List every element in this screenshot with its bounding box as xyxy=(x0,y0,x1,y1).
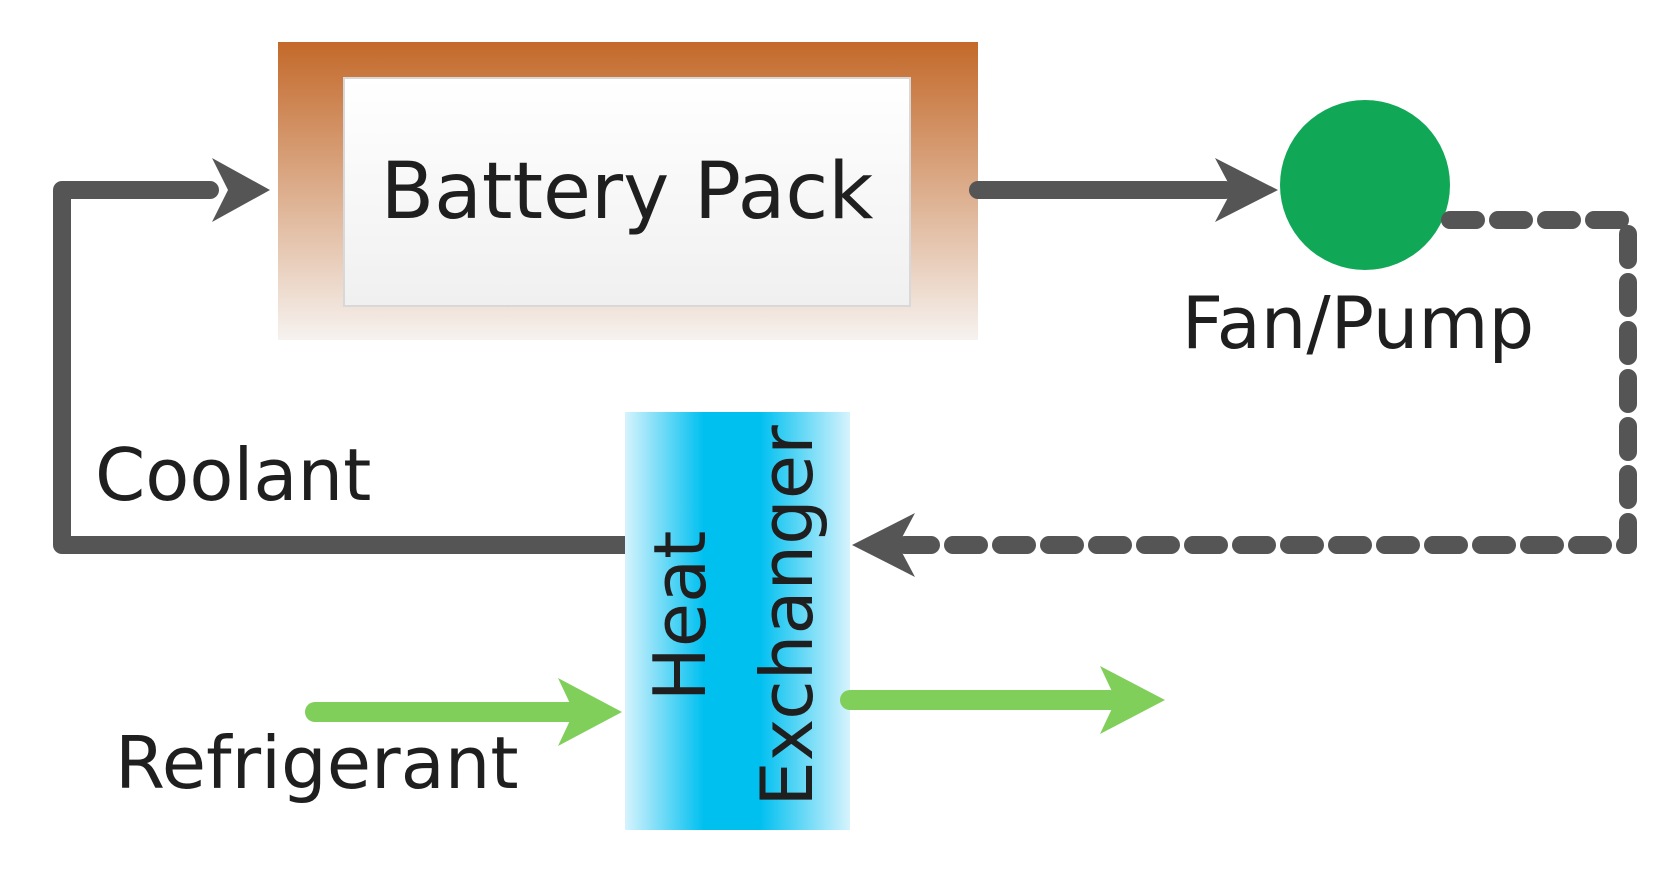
refrigerant-outlet-arrowhead xyxy=(1100,666,1165,734)
battery-pack: Battery Pack xyxy=(278,42,978,340)
coolant-label: Coolant xyxy=(95,433,371,517)
refrigerant-flow xyxy=(305,666,1165,746)
refrigerant-label: Refrigerant xyxy=(115,721,519,805)
heat-exchanger-label-line2: Exchanger xyxy=(745,425,829,807)
heat-exchanger: Heat Exchanger xyxy=(625,412,850,830)
fan-pump-icon xyxy=(1280,100,1450,270)
fan-pump-label: Fan/Pump xyxy=(1182,281,1534,365)
fan-to-heat-exchanger-line xyxy=(852,211,1637,577)
fan-pump: Fan/Pump xyxy=(1182,100,1534,365)
coolant-inlet-arrowhead xyxy=(212,158,270,222)
coolant-return-line xyxy=(53,158,634,554)
fan-inlet-arrowhead xyxy=(1215,158,1278,222)
heat-exchanger-label-line1: Heat xyxy=(638,531,722,702)
battery-to-fan-line xyxy=(969,158,1278,222)
refrigerant-inlet-arrowhead xyxy=(558,678,622,746)
heat-exchanger-inlet-arrowhead xyxy=(852,513,915,577)
battery-pack-inner-panel xyxy=(343,77,911,307)
battery-pack-label: Battery Pack xyxy=(381,147,874,237)
heat-exchanger-body xyxy=(625,412,850,830)
